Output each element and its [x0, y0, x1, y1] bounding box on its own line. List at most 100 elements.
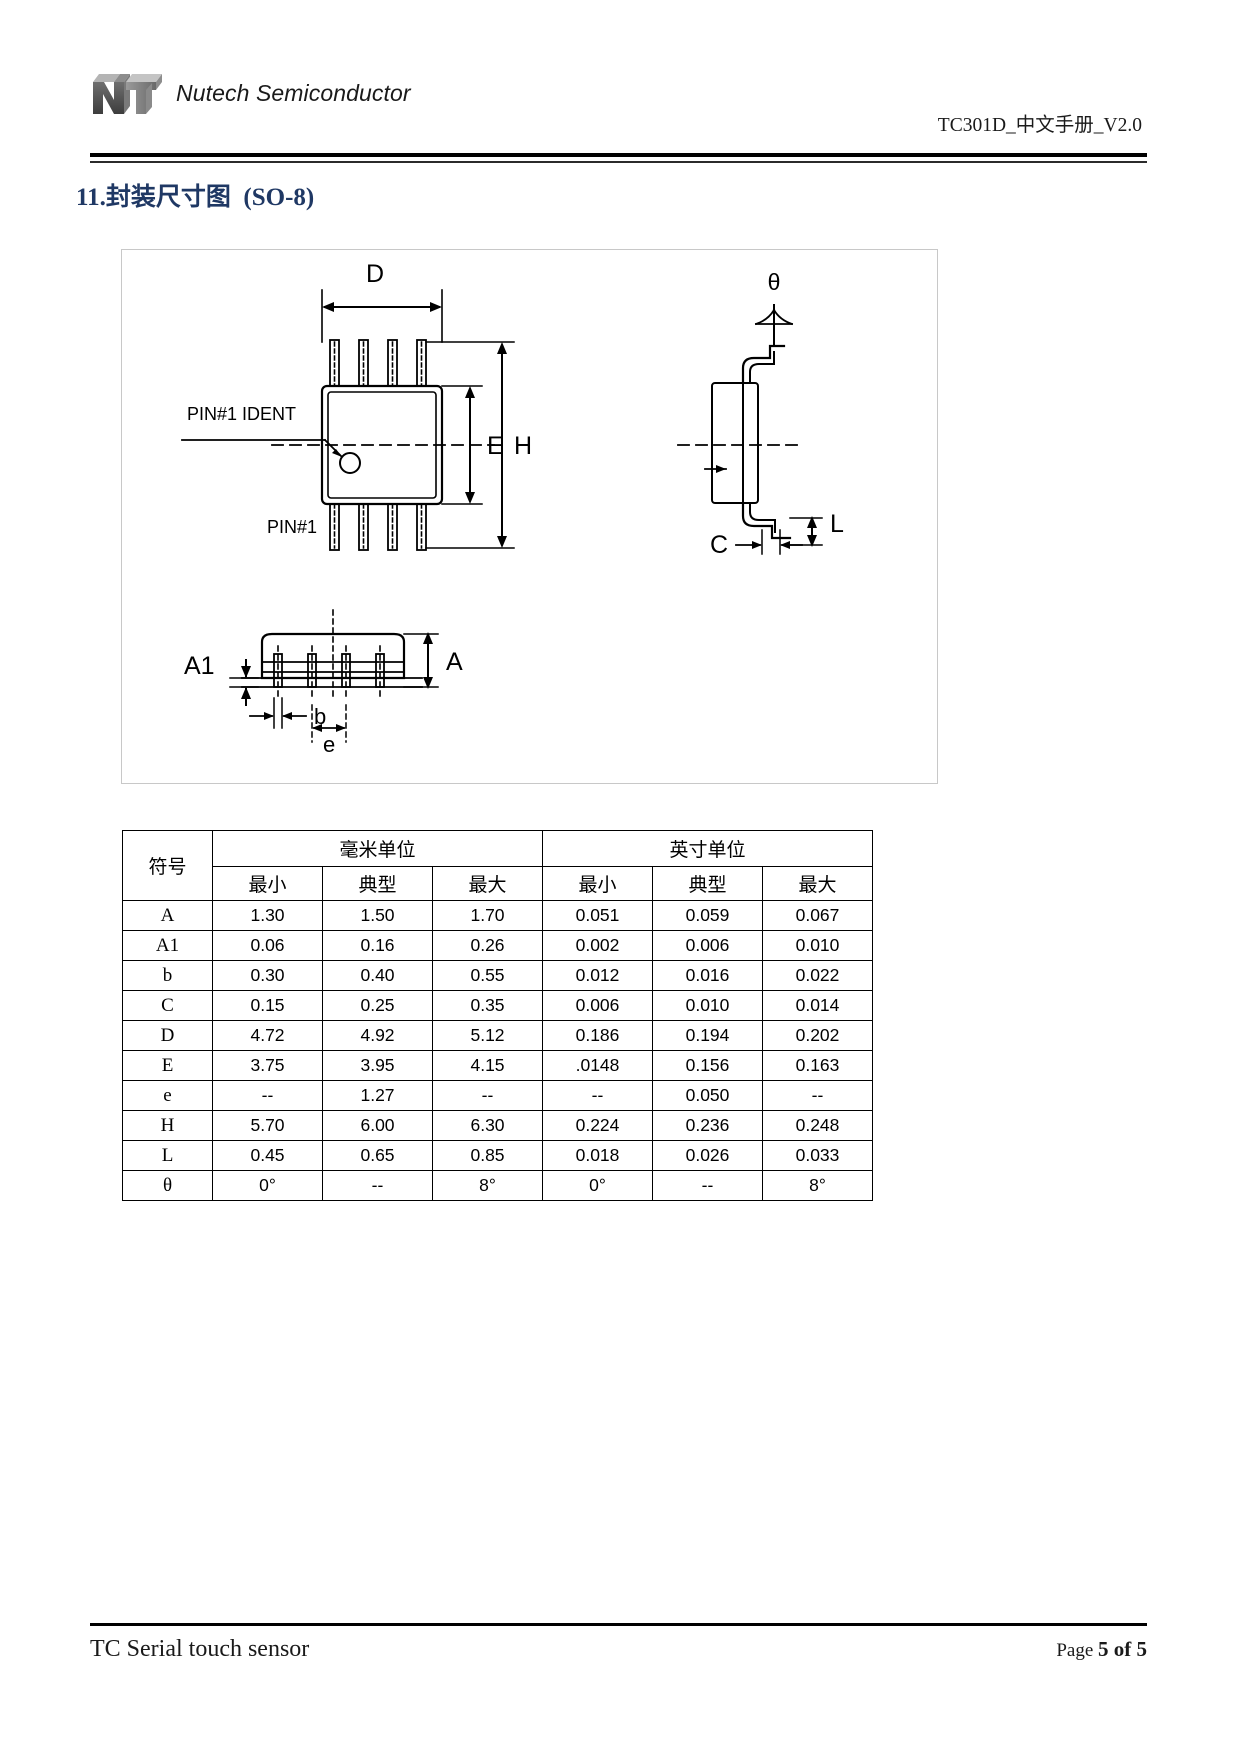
- table-row: H 5.70 6.00 6.30 0.224 0.236 0.248: [122, 1110, 873, 1141]
- cell-symbol: A1: [122, 930, 213, 961]
- cell-mm-max: 5.12: [432, 1020, 543, 1051]
- cell-mm-typ: 0.16: [322, 930, 433, 961]
- cell-symbol: L: [122, 1140, 213, 1171]
- table-row: A 1.30 1.50 1.70 0.051 0.059 0.067: [122, 900, 873, 931]
- cell-inch-max: 8°: [762, 1170, 873, 1201]
- cell-inch-typ: 0.156: [652, 1050, 763, 1081]
- table-row: D 4.72 4.92 5.12 0.186 0.194 0.202: [122, 1020, 873, 1051]
- cell-symbol: E: [122, 1050, 213, 1081]
- cell-inch-min: 0.224: [542, 1110, 653, 1141]
- cell-inch-min: 0.186: [542, 1020, 653, 1051]
- label-e-body: E: [487, 432, 504, 460]
- page-header: Nutech Semiconductor TC301D_中文手册_V2.0: [90, 70, 1150, 140]
- cell-inch-min: 0.051: [542, 900, 653, 931]
- cell-inch-max: 0.022: [762, 960, 873, 991]
- document-id: TC301D_中文手册_V2.0: [937, 115, 1142, 136]
- cell-mm-typ: 3.95: [322, 1050, 433, 1081]
- cell-mm-max: 0.35: [432, 990, 543, 1021]
- label-theta: θ: [768, 269, 781, 295]
- cell-inch-typ: 0.194: [652, 1020, 763, 1051]
- package-drawing: D E H PIN#1 IDENT PIN#1 θ L C A A1 b e: [121, 249, 938, 784]
- cell-mm-min: 0.15: [212, 990, 323, 1021]
- cell-inch-max: 0.248: [762, 1110, 873, 1141]
- table-row: C 0.15 0.25 0.35 0.006 0.010 0.014: [122, 990, 873, 1021]
- cell-mm-max: 4.15: [432, 1050, 543, 1081]
- cell-inch-max: 0.033: [762, 1140, 873, 1171]
- cell-inch-typ: 0.059: [652, 900, 763, 931]
- header-symbol: 符号: [122, 830, 213, 901]
- table-row: L 0.45 0.65 0.85 0.018 0.026 0.033: [122, 1140, 873, 1171]
- page-number: 5 of 5: [1098, 1637, 1147, 1661]
- cell-symbol: C: [122, 990, 213, 1021]
- cell-inch-typ: 0.236: [652, 1110, 763, 1141]
- cell-inch-min: .0148: [542, 1050, 653, 1081]
- nt-logo-icon: [90, 70, 162, 116]
- header-mm-min: 最小: [212, 866, 323, 901]
- header-mm-max: 最大: [432, 866, 543, 901]
- cell-mm-max: 8°: [432, 1170, 543, 1201]
- cell-symbol: θ: [122, 1170, 213, 1201]
- cell-inch-typ: 0.026: [652, 1140, 763, 1171]
- cell-inch-max: 0.202: [762, 1020, 873, 1051]
- label-h: H: [514, 432, 532, 460]
- label-e-pitch: e: [323, 732, 335, 757]
- cell-inch-typ: 0.050: [652, 1080, 763, 1111]
- section-title-cn: 封装尺寸图: [105, 184, 231, 211]
- table-row: A1 0.06 0.16 0.26 0.002 0.006 0.010: [122, 930, 873, 961]
- cell-symbol: e: [122, 1080, 213, 1111]
- cell-mm-min: 0.45: [212, 1140, 323, 1171]
- label-l: L: [830, 510, 844, 538]
- cell-mm-typ: 0.65: [322, 1140, 433, 1171]
- cell-inch-min: 0.006: [542, 990, 653, 1021]
- cell-mm-typ: 0.25: [322, 990, 433, 1021]
- cell-inch-max: --: [762, 1080, 873, 1111]
- page-prefix: Page: [1056, 1640, 1098, 1661]
- footer-divider: [90, 1623, 1147, 1626]
- cell-inch-max: 0.014: [762, 990, 873, 1021]
- label-pin1: PIN#1: [267, 517, 317, 537]
- cell-inch-max: 0.067: [762, 900, 873, 931]
- cell-inch-max: 0.163: [762, 1050, 873, 1081]
- footer-product-name: TC Serial touch sensor: [90, 1636, 310, 1662]
- table-row: e -- 1.27 -- -- 0.050 --: [122, 1080, 873, 1111]
- page-title: 11.封装尺寸图 (SO-8): [76, 177, 314, 213]
- table-body: A 1.30 1.50 1.70 0.051 0.059 0.067 A1 0.…: [122, 900, 873, 1201]
- cell-symbol: D: [122, 1020, 213, 1051]
- table-row: θ 0° -- 8° 0° -- 8°: [122, 1170, 873, 1201]
- cell-mm-min: 1.30: [212, 900, 323, 931]
- header-inch-typ: 典型: [652, 866, 763, 901]
- cell-inch-min: 0.002: [542, 930, 653, 961]
- cell-mm-min: 3.75: [212, 1050, 323, 1081]
- brand-name: Nutech Semiconductor: [176, 79, 411, 106]
- cell-mm-min: 4.72: [212, 1020, 323, 1051]
- cell-mm-typ: 6.00: [322, 1110, 433, 1141]
- cell-mm-max: 0.26: [432, 930, 543, 961]
- page-footer: TC Serial touch sensor Page 5 of 5: [90, 1636, 1147, 1663]
- header-inch-min: 最小: [542, 866, 653, 901]
- label-a1: A1: [184, 652, 215, 680]
- cell-symbol: b: [122, 960, 213, 991]
- header-mm-units: 毫米单位: [212, 830, 543, 867]
- table-sub-header-row: 最小 典型 最大 最小 典型 最大: [123, 866, 873, 901]
- cell-inch-max: 0.010: [762, 930, 873, 961]
- page-indicator: Page 5 of 5: [1056, 1637, 1147, 1662]
- dimension-table: 符号 毫米单位 英寸单位 最小 典型 最大 最小 典型 最大 A 1.30 1.…: [122, 830, 873, 1201]
- cell-inch-min: 0.012: [542, 960, 653, 991]
- table-group-header-row: 符号 毫米单位 英寸单位: [122, 830, 873, 901]
- cell-mm-max: 6.30: [432, 1110, 543, 1141]
- cell-inch-typ: 0.010: [652, 990, 763, 1021]
- table-row: b 0.30 0.40 0.55 0.012 0.016 0.022: [122, 960, 873, 991]
- cell-symbol: A: [122, 900, 213, 931]
- header-mm-typ: 典型: [322, 866, 433, 901]
- cell-mm-typ: 0.40: [322, 960, 433, 991]
- section-number: 11.: [76, 184, 106, 211]
- cell-inch-typ: 0.016: [652, 960, 763, 991]
- label-a: A: [446, 648, 463, 676]
- table-head: 符号 毫米单位 英寸单位 最小 典型 最大 最小 典型 最大: [122, 830, 873, 901]
- cell-mm-typ: 4.92: [322, 1020, 433, 1051]
- header-inch-units: 英寸单位: [542, 830, 873, 867]
- label-d: D: [366, 260, 384, 288]
- cell-mm-max: 0.55: [432, 960, 543, 991]
- cell-mm-min: 0.06: [212, 930, 323, 961]
